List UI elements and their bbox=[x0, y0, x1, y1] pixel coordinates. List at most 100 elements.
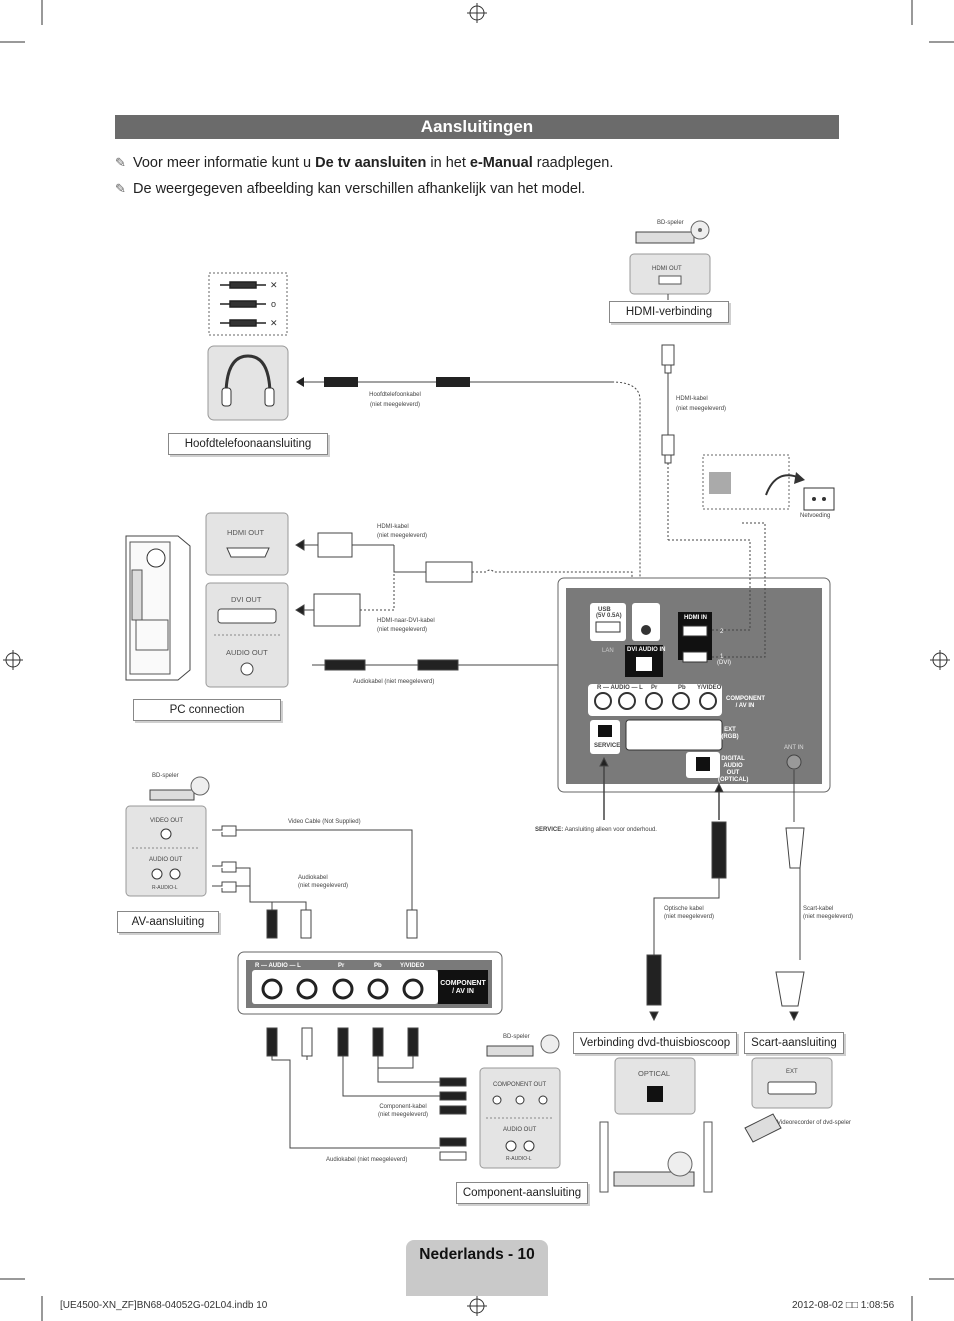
comp-component-av-in-label: COMPONENT / AV IN bbox=[440, 980, 486, 995]
ext-rgb-label: EXT (RGB) bbox=[721, 727, 739, 740]
pencil-icon: ✎ bbox=[115, 181, 126, 196]
hdmi-port-1: 1 bbox=[720, 654, 724, 660]
component-cables bbox=[266, 1027, 467, 1161]
link-connect-tv: De tv aansluiten bbox=[315, 155, 427, 171]
video-out-label: VIDEO OUT bbox=[150, 818, 184, 824]
home-theater-icon bbox=[599, 1057, 713, 1193]
imprint-left: [UE4500-XN_ZF]BN68-04052G-02L04.indb 10 bbox=[60, 1300, 268, 1311]
comp-pr-label: Pr bbox=[338, 963, 345, 969]
svg-text:✕: ✕ bbox=[270, 280, 278, 290]
svg-text:o: o bbox=[271, 299, 276, 309]
note-1: ✎Voor meer informatie kunt u De tv aansl… bbox=[115, 155, 614, 171]
hdmi-in-label: HDMI IN bbox=[684, 615, 707, 621]
pc-hdmi-out-label: HDMI OUT bbox=[227, 528, 265, 537]
headphone-cable bbox=[296, 377, 641, 600]
component-connection-label: Component-aansluiting bbox=[456, 1182, 588, 1204]
component-av-in-label: COMPONENT / AV IN bbox=[726, 696, 765, 709]
pencil-icon: ✎ bbox=[115, 155, 126, 170]
page-footer-tab: Nederlands - 10 bbox=[406, 1240, 548, 1296]
audio-row-label: R — AUDIO — L bbox=[597, 685, 643, 691]
service-port-label: SERVICE bbox=[594, 743, 621, 749]
y-video-label: Y/VIDEO bbox=[697, 685, 722, 691]
digital-audio-out-label: DIGITAL AUDIO OUT (OPTICAL) bbox=[718, 756, 749, 783]
component-cable-label: Component-kabel bbox=[379, 1104, 427, 1110]
hdmi-cable-label: HDMI-kabel bbox=[676, 396, 708, 402]
component-audio-cable-label: Audiokabel (niet meegeleverd) bbox=[326, 1157, 408, 1163]
plug-legend-box bbox=[208, 272, 288, 336]
av-audio-cable-label: Audiokabel bbox=[298, 875, 328, 881]
pb-label: Pb bbox=[678, 685, 686, 691]
not-supplied-label: (niet meegeleverd) bbox=[664, 914, 715, 920]
headphone-cable-label: Hoofdtelefoonkabel bbox=[369, 392, 421, 398]
pc-audio-out-label: AUDIO OUT bbox=[226, 648, 268, 657]
not-supplied-label: (niet meegeleverd) bbox=[298, 883, 349, 889]
component-panel bbox=[237, 951, 503, 1015]
comp-audio-out-label: AUDIO OUT bbox=[503, 1127, 537, 1133]
hdmi-port-2: 2 bbox=[720, 629, 724, 635]
bd-player-av bbox=[125, 776, 210, 897]
comp-y-video-label: Y/VIDEO bbox=[400, 963, 425, 969]
ext-label: EXT bbox=[786, 1069, 798, 1075]
tv-panel-links bbox=[668, 522, 766, 658]
not-supplied-label: (niet meegeleverd) bbox=[676, 406, 727, 412]
av-cables bbox=[212, 825, 418, 939]
svg-text:✕: ✕ bbox=[270, 318, 278, 328]
usb-label: USB bbox=[598, 607, 611, 613]
av-r-audio-l-label: R-AUDIO-L bbox=[152, 885, 178, 891]
comp-r-audio-l-label: R-AUDIO-L bbox=[506, 1156, 532, 1162]
headphones-icon bbox=[207, 345, 289, 421]
pc-connection-label: PC connection bbox=[133, 699, 281, 721]
tv-back-icon bbox=[702, 454, 835, 511]
comp-audio-row-label: R — AUDIO — L bbox=[255, 963, 301, 969]
bd-player-av-label: BD-speler bbox=[152, 773, 179, 779]
link-emanual: e-Manual bbox=[469, 155, 533, 171]
plug-legend bbox=[220, 281, 266, 327]
not-supplied-label: (niet meegeleverd) bbox=[369, 402, 421, 408]
av-audio-out-label: AUDIO OUT bbox=[149, 857, 183, 863]
ant-in-label: ANT IN bbox=[784, 745, 804, 751]
dvi-out-label: DVI OUT bbox=[231, 595, 262, 604]
pc-ports-panel bbox=[205, 512, 289, 688]
hdmi-port-1-sub: (DVI) bbox=[717, 660, 731, 666]
scart-device-icon bbox=[744, 1057, 833, 1143]
component-out-label: COMPONENT OUT bbox=[493, 1082, 547, 1088]
power-label: Netvoeding bbox=[800, 513, 831, 519]
page-title: Aansluitingen bbox=[115, 115, 839, 139]
optical-label: OPTICAL bbox=[638, 1069, 671, 1078]
video-cable-label: Video Cable (Not Supplied) bbox=[288, 819, 361, 825]
tv-connector-panel bbox=[557, 577, 831, 793]
av-connection-label: AV-aansluiting bbox=[117, 911, 219, 933]
vcr-label: Videorecorder of dvd-speler bbox=[777, 1120, 851, 1126]
usb-sub-label: (5V 0.5A) bbox=[596, 613, 622, 619]
bd-player-top bbox=[629, 220, 711, 295]
scart-connection-label: Scart-aansluiting bbox=[744, 1032, 844, 1054]
not-supplied-label: (niet meegeleverd) bbox=[377, 627, 428, 633]
pc-cables bbox=[295, 532, 640, 671]
pc-hdmi-cable-label: HDMI-kabel bbox=[377, 524, 409, 530]
hdmi-dvi-cable-label: HDMI-naar-DVI-kabel bbox=[377, 618, 435, 624]
right-cables bbox=[599, 756, 805, 1022]
not-supplied-label: (niet meegeleverd) bbox=[377, 533, 428, 539]
lan-label: LAN bbox=[602, 648, 614, 654]
scart-cable-label: Scart-kabel bbox=[803, 906, 834, 912]
imprint-right: 2012-08-02 □□ 1:08:56 bbox=[792, 1300, 895, 1311]
note-2: ✎De weergegeven afbeelding kan verschill… bbox=[115, 181, 586, 197]
dvd-connection-label: Verbinding dvd-thuisbioscoop bbox=[573, 1032, 737, 1054]
comp-pb-label: Pb bbox=[374, 963, 382, 969]
hdmi-cable-top bbox=[661, 294, 675, 540]
optical-cable-label: Optische kabel bbox=[664, 906, 704, 912]
headphone-connection-label: Hoofdtelefoonaansluiting bbox=[168, 433, 328, 455]
bd-player-label: BD-speler bbox=[657, 220, 684, 226]
hdmi-connection-label: HDMI-verbinding bbox=[609, 301, 729, 323]
pc-tower-icon bbox=[125, 535, 191, 681]
service-note: SERVICE: Aansluiting alleen voor onderho… bbox=[535, 827, 657, 833]
not-supplied-label: (niet meegeleverd) bbox=[803, 914, 854, 920]
audio-cable-label: Audiokabel (niet meegeleverd) bbox=[353, 679, 435, 685]
dvi-audio-in-label: DVI AUDIO IN bbox=[627, 647, 666, 653]
pr-label: Pr bbox=[651, 685, 658, 691]
bd-player-component bbox=[479, 1034, 561, 1169]
bd-player-component-label: BD-speler bbox=[503, 1034, 530, 1040]
not-supplied-label: (niet meegeleverd) bbox=[377, 1112, 429, 1118]
